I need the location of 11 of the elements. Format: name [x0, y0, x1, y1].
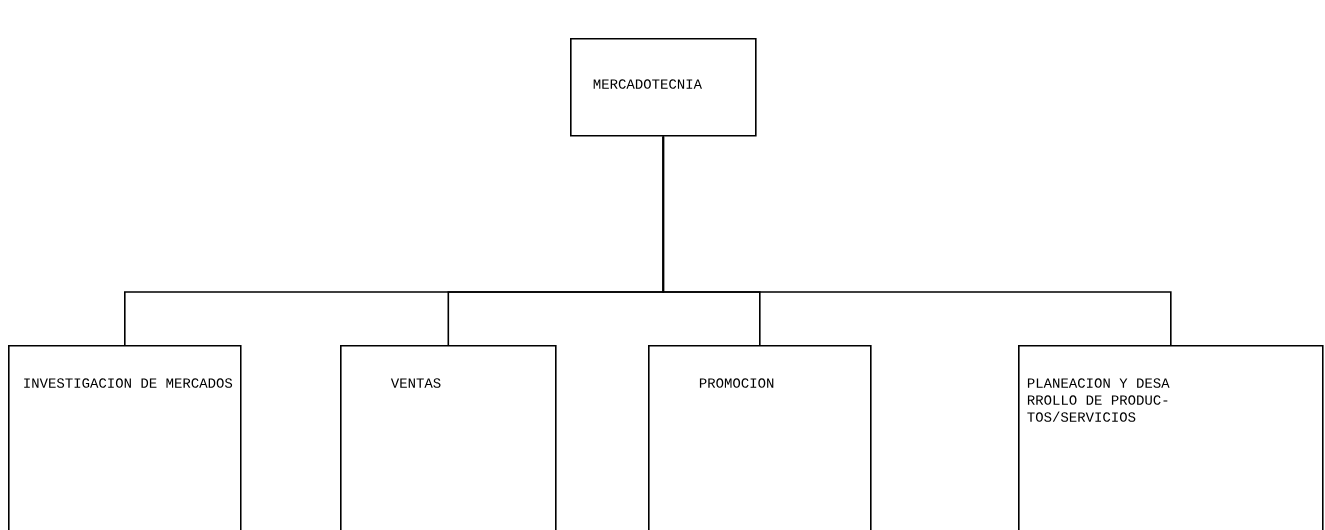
node-label: INVESTIGACION DE MERCADOS: [24, 378, 233, 388]
node-label: PLANEACION Y DESA RROLLO DE PRODUC- TOS/SERVICIOS: [1027, 378, 1170, 422]
connector-line: [662, 135, 1172, 346]
department-box: [570, 38, 757, 137]
node-label: MERCADOTECNIA: [593, 79, 702, 89]
department-box: [340, 345, 557, 530]
department-box: [1018, 345, 1324, 530]
node-label: PROMOCION: [699, 378, 774, 388]
department-box: [648, 345, 872, 530]
node-label: VENTAS: [390, 378, 441, 388]
department-box: [8, 345, 242, 530]
